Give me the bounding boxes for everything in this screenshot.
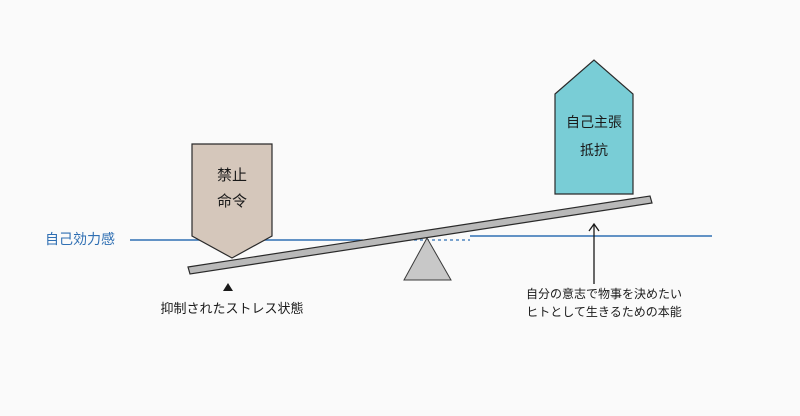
up-arrow-icon xyxy=(588,222,600,284)
assertion-label-line1: 自己主張 xyxy=(566,115,622,131)
prohibition-label-line2: 命令 xyxy=(217,192,247,210)
assertion-weight xyxy=(554,59,634,195)
right-caption-line1: 自分の意志で物事を決めたい xyxy=(526,286,682,301)
seesaw-beam xyxy=(187,195,653,275)
assertion-label-line2: 抵抗 xyxy=(580,143,608,159)
prohibition-label-line1: 禁止 xyxy=(217,166,247,184)
baseline-label: 自己効力感 xyxy=(45,231,115,248)
left-caption: 抑制されたストレス状態 xyxy=(160,301,303,317)
prohibition-weight xyxy=(191,143,273,259)
up-triangle-icon xyxy=(223,283,233,291)
fulcrum xyxy=(403,236,452,281)
right-caption-line2: ヒトとして生きるための本能 xyxy=(526,305,681,319)
